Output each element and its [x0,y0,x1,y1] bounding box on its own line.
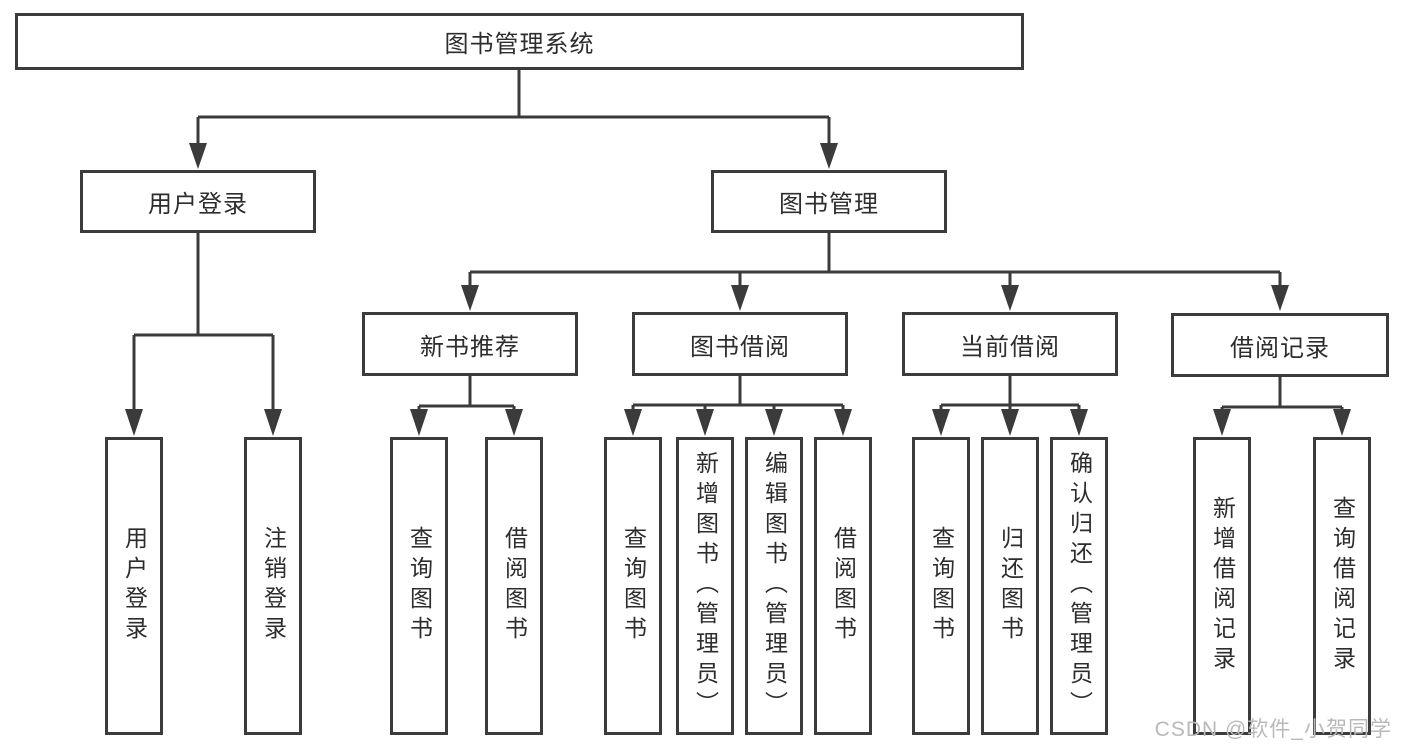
node-borrow-records: 借阅记录 [1171,313,1389,377]
leaf-edit-books-admin-label: 编辑图书（管理员） [761,451,788,721]
leaf-query-borrow-record-label: 查询借阅记录 [1329,496,1356,676]
leaf-borrow-books-2-label: 借阅图书 [830,526,857,646]
leaf-borrow-books-1-label: 借阅图书 [501,526,528,646]
leaf-add-borrow-record: 新增借阅记录 [1193,437,1251,735]
node-book-borrow: 图书借阅 [632,312,848,376]
leaf-user-login: 用户登录 [105,437,163,735]
node-new-book-rec-label: 新书推荐 [420,333,520,361]
leaf-return-books: 归还图书 [981,437,1039,735]
leaf-query-books-2: 查询图书 [604,437,662,735]
node-new-book-rec: 新书推荐 [362,312,578,376]
leaf-query-borrow-record: 查询借阅记录 [1313,437,1371,735]
connector-book-mgmt-to-level3 [461,233,1289,311]
leaf-logout: 注销登录 [244,437,302,735]
node-user-login: 用户登录 [80,170,316,233]
leaf-query-books-1: 查询图书 [390,437,448,735]
node-current-borrow-label: 当前借阅 [960,333,1060,361]
leaf-add-books-admin-label: 新增图书（管理员） [692,451,719,721]
connector-new-book-to-leaves [410,376,523,436]
node-book-mgmt: 图书管理 [711,170,947,233]
leaf-query-books-3-label: 查询图书 [928,526,955,646]
connector-book-borrow-to-leaves [624,376,852,436]
leaf-query-books-2-label: 查询图书 [620,526,647,646]
node-book-borrow-label: 图书借阅 [690,333,790,361]
leaf-add-borrow-record-label: 新增借阅记录 [1209,496,1236,676]
connector-current-borrow-to-leaves [932,376,1088,436]
leaf-add-books-admin: 新增图书（管理员） [676,437,734,735]
node-current-borrow: 当前借阅 [902,312,1118,376]
leaf-borrow-books-1: 借阅图书 [485,437,543,735]
leaf-return-books-label: 归还图书 [997,526,1024,646]
leaf-borrow-books-2: 借阅图书 [814,437,872,735]
leaf-edit-books-admin: 编辑图书（管理员） [745,437,803,735]
node-book-mgmt-label: 图书管理 [779,191,879,218]
node-root-label: 图书管理系统 [444,31,595,58]
connector-borrow-records-to-leaves [1213,377,1351,436]
leaf-query-books-1-label: 查询图书 [406,526,433,646]
csdn-watermark: CSDN @软件_小贺同学 [1154,718,1392,741]
leaf-confirm-return-admin-label: 确认归还（管理员） [1066,451,1093,721]
node-root: 图书管理系统 [15,13,1024,70]
node-user-login-label: 用户登录 [148,191,248,218]
connector-root-to-level2 [189,70,838,169]
leaf-user-login-label: 用户登录 [121,526,148,646]
leaf-confirm-return-admin: 确认归还（管理员） [1050,437,1108,735]
leaf-logout-label: 注销登录 [260,526,287,646]
leaf-query-books-3: 查询图书 [912,437,970,735]
node-borrow-records-label: 借阅记录 [1230,334,1330,362]
connector-user-login-to-leaves [125,233,282,436]
